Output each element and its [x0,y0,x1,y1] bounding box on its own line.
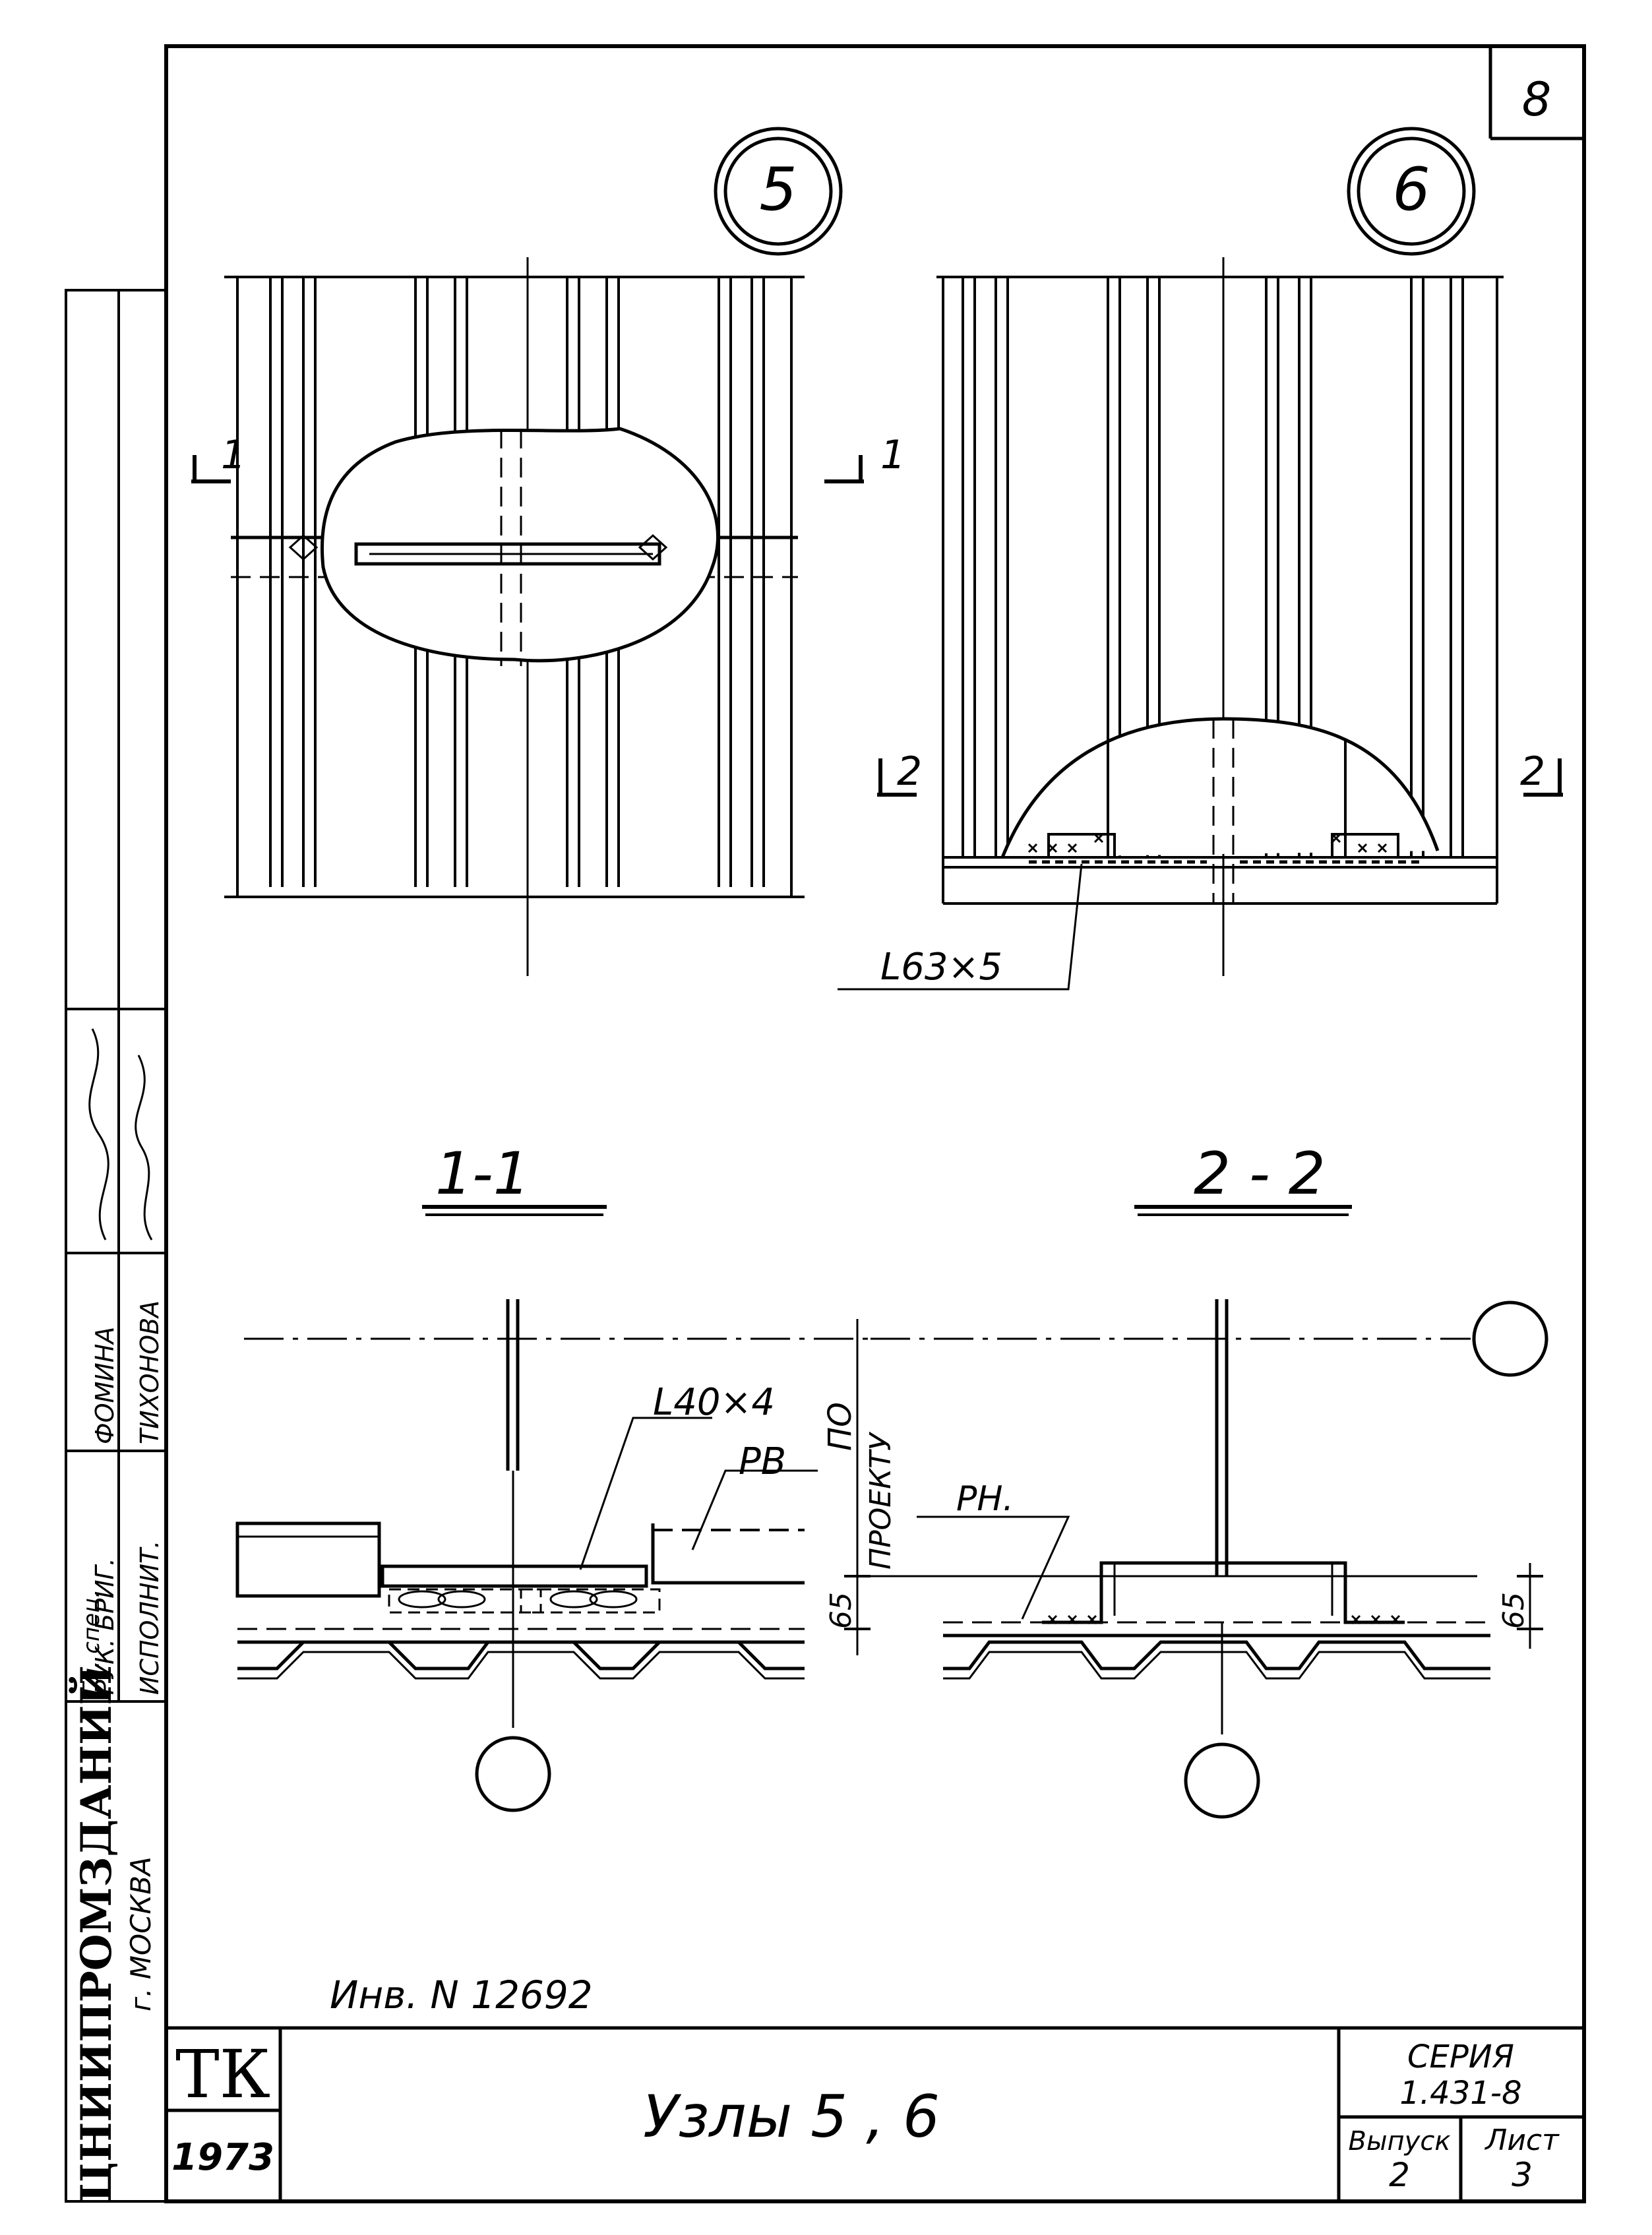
section-2-title-underline [1134,1205,1352,1216]
angle-63-label: L63×5 [880,946,1002,989]
stamp-row3-name: ТИХОНОВА [135,1301,164,1444]
section-2-weld-marks [1047,1614,1401,1625]
side-stamp [65,289,168,2203]
sheet-label: Лист [1484,2124,1560,2157]
stamp-org-name: ЦНИИПРОМЗДАНИЙ [69,1665,121,2203]
stamp-row2-name: ФОМИНА [90,1327,119,1444]
section-2-title: 2 - 2 [1194,1140,1326,1208]
section-1-title: 1-1 [435,1140,530,1208]
year: 1973 [171,2136,274,2179]
series-value: 1.431-8 [1399,2075,1521,2112]
signatures [88,1028,153,1240]
node5-plan [191,257,864,976]
sheet-frame [164,44,1586,2203]
rn-label: РН. [956,1479,1014,1519]
stamp-row1-role: Гл. спец. [78,1591,105,1695]
stamp-row2-role: РУК. БРИГ. [90,1558,119,1695]
angle-40-label: L40×4 [653,1381,775,1424]
issue-value: 2 [1389,2156,1410,2194]
section-1-title-underline [422,1205,607,1216]
sheet-number: 8 [1522,73,1552,127]
node-5-marker [714,127,843,256]
inventory-number: Инв. N 12692 [330,1973,593,2017]
cut1-left-label: 1 [221,432,246,478]
cut2-left-label: 2 [897,749,922,795]
proektu-label: ПРОЕКТУ [864,1431,898,1570]
rv-label: РВ [739,1440,786,1483]
cut1-right-label: 1 [880,432,905,478]
series-label: СЕРИЯ [1407,2038,1514,2075]
org-mark: ТК [175,2036,270,2113]
cut2-right-label: 2 [1520,749,1545,795]
po-label: ПО [822,1402,859,1451]
node6-weld-marks [1027,833,1388,853]
issue-label: Выпуск [1349,2126,1451,2157]
node6-plan [838,257,1563,991]
stamp-row3-role: ИСПОЛНИТ. [135,1541,164,1695]
dim-65-left: 65 [824,1592,858,1629]
node-5-label: 5 [759,155,797,224]
sheet-value: 3 [1512,2156,1533,2194]
section-1-drawing [235,1299,1477,1812]
section-2-drawing [871,1299,1548,1819]
title-block [166,2026,1584,2201]
dim-65-right: 65 [1497,1592,1531,1629]
node-6-marker [1347,127,1476,256]
node-6-label: 6 [1392,155,1430,224]
drawing-title: Узлы 5 , 6 [643,2083,940,2151]
stamp-city: г. МОСКВА [125,1856,157,2011]
